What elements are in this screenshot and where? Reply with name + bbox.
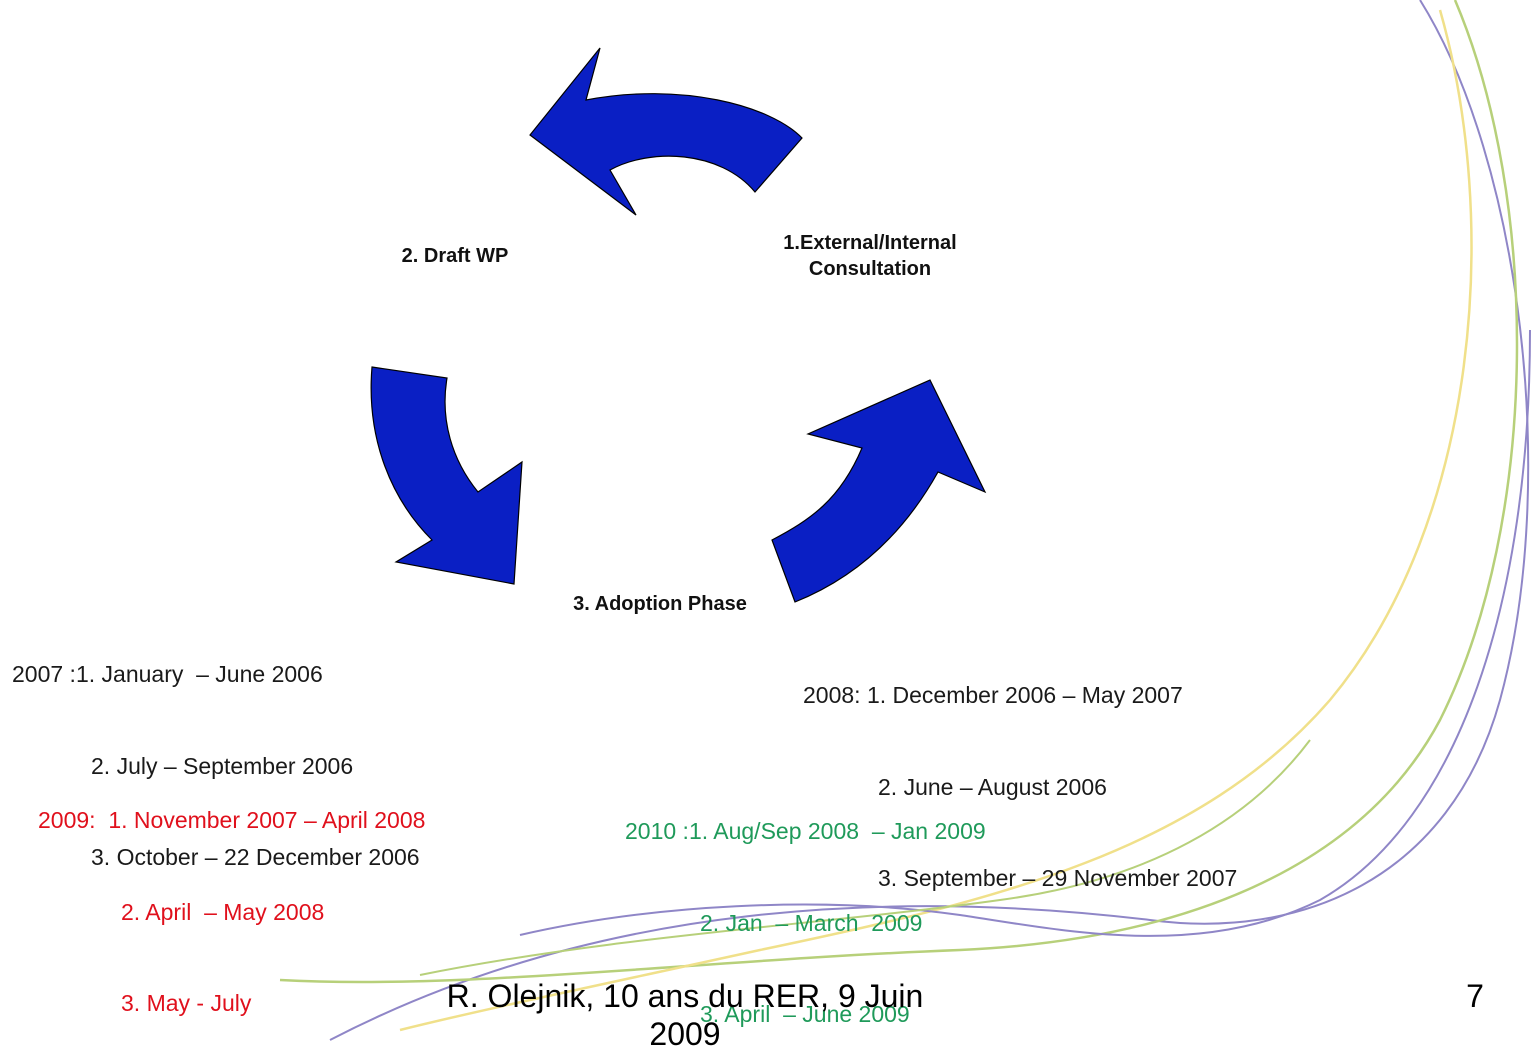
schedule-item: 3. May - July <box>121 990 252 1016</box>
footer-citation: R. Olejnik, 10 ans du RER, 9 Juin 2009 <box>446 978 924 1052</box>
curved-arrow-left-icon <box>529 47 803 216</box>
stage-2-label: 2. Draft WP <box>401 245 509 267</box>
stage-1-label: 1.External/Internal Consultation <box>783 232 957 280</box>
schedule-year-label: 2010 : <box>625 818 689 844</box>
schedule-item: 3. April – June 2009 <box>700 1001 910 1027</box>
swoosh-line-green-2 <box>419 739 1311 976</box>
swoosh-line-purple <box>329 0 1530 1041</box>
schedule-year-label: 2008: <box>803 682 867 708</box>
schedule-item: 1. Aug/Sep 2008 – Jan 2009 <box>688 818 986 844</box>
schedule-2008: 2008: 1. December 2006 – May 2007 2. Jun… <box>803 619 1237 955</box>
schedule-item: 1. December 2006 – May 2007 <box>866 682 1183 708</box>
swoosh-line-green <box>279 0 1519 984</box>
stage-3-label: 3. Adoption Phase <box>573 593 747 615</box>
swoosh-line-purple-2 <box>519 329 1531 937</box>
page-number: 7 <box>1466 978 1484 1014</box>
schedule-item: 1. November 2007 – April 2008 <box>108 807 426 833</box>
schedule-year-label: 2007 : <box>12 661 76 687</box>
schedule-year-label: 2009: <box>38 807 109 833</box>
schedule-item: 3. September – 29 November 2007 <box>878 865 1238 891</box>
curved-arrow-up-icon <box>771 379 987 603</box>
schedule-item: 2. Jan – March 2009 <box>700 909 923 936</box>
schedule-2007: 2007 :1. January – June 2006 2. July – S… <box>12 598 420 934</box>
schedule-item: 2. April – May 2008 <box>121 898 325 925</box>
schedule-2009: 2009: 1. November 2007 – April 2008 2. A… <box>38 744 425 1056</box>
curved-arrow-down-icon <box>370 366 523 585</box>
schedule-item: 2. July – September 2006 <box>91 752 354 779</box>
schedule-item: 1. January – June 2006 <box>75 661 323 687</box>
schedule-item: 3. October – 22 December 2006 <box>91 844 420 870</box>
swoosh-line-yellow <box>399 9 1473 1032</box>
schedule-2010: 2010 :1. Aug/Sep 2008 – Jan 2009 2. Jan … <box>625 755 986 1056</box>
schedule-item: 2. June – August 2006 <box>878 773 1107 800</box>
